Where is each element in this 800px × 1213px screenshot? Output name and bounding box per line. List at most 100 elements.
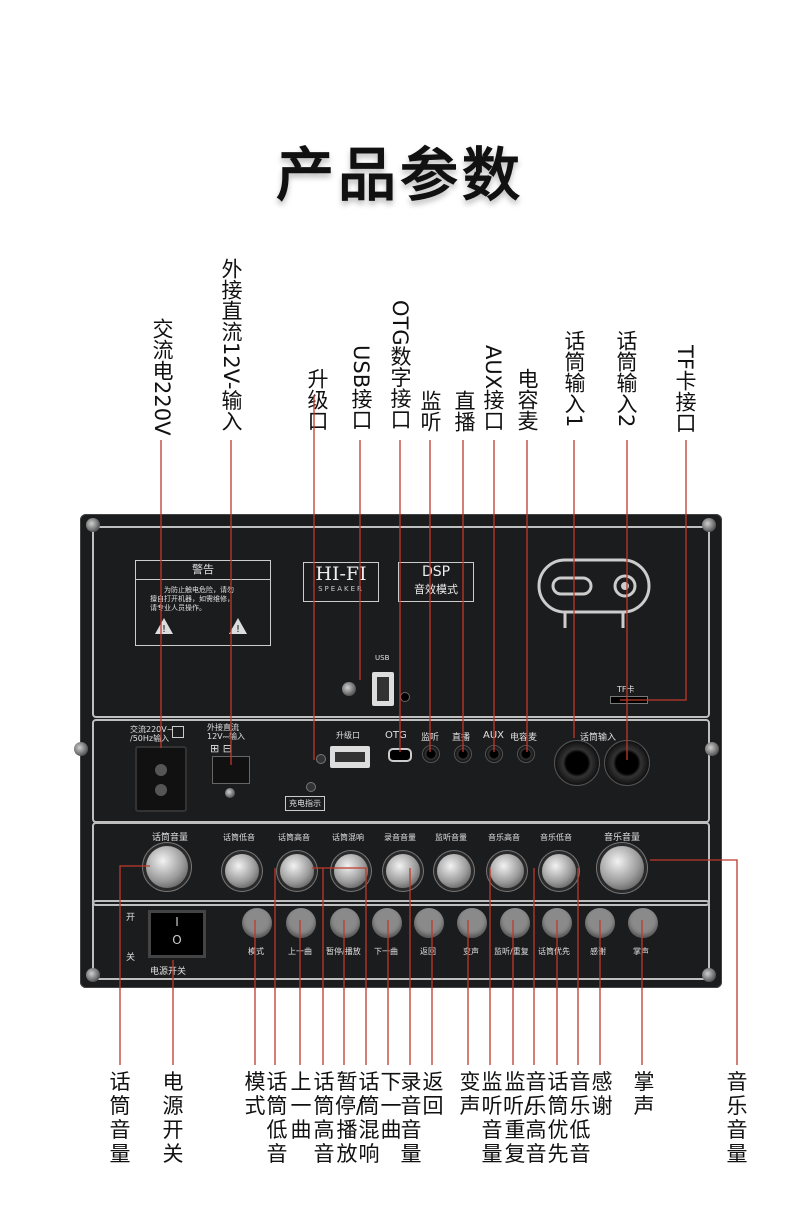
knob-label: 话筒音量 (152, 833, 189, 843)
bottom-label-music-volume: 音乐音量 (726, 1070, 748, 1166)
bottom-label-mic-treble: 话筒高音 (313, 1070, 335, 1166)
button-prev[interactable] (286, 908, 316, 938)
screw-icon (74, 742, 88, 756)
page-title: 产品参数 (275, 141, 524, 209)
ac-label-1: 交流220V~ (130, 725, 174, 734)
bottom-label-prev: 上一曲 (290, 1070, 312, 1142)
dsp-text: DSP (421, 564, 451, 580)
mic-input-label: 话筒输入 (580, 733, 617, 743)
knob-music-bass[interactable] (542, 854, 576, 888)
knob-rec-volume[interactable] (386, 854, 420, 888)
knob-mic-treble[interactable] (280, 854, 314, 888)
button-next[interactable] (372, 908, 402, 938)
button-label: 模式 (248, 947, 264, 956)
button-back[interactable] (414, 908, 444, 938)
bottom-label-mode: 模式 (244, 1070, 266, 1118)
dsp-sub-text: 音效模式 (414, 583, 458, 596)
monitor-jack[interactable] (422, 745, 440, 763)
button-voice-change[interactable] (457, 908, 487, 938)
bottom-label-next: 下一曲 (380, 1070, 402, 1142)
knob-mic-volume[interactable] (146, 846, 188, 888)
button-label: 变声 (463, 947, 479, 956)
knob-mic-reverb[interactable] (334, 854, 368, 888)
screw-icon (342, 682, 356, 696)
label-usb-port: USB接口 (349, 345, 373, 431)
bottom-label-pause: 暂停/播放 (335, 1070, 364, 1166)
knob-label: 话筒混响 (332, 833, 364, 842)
ac-power-socket[interactable] (135, 746, 187, 812)
dc-polarity-icon: ⊞ ⊟ (210, 742, 232, 755)
speaker-text: SPEAKER (318, 585, 364, 593)
dsp-box: DSP 音效模式 (398, 562, 474, 602)
warning-triangle-icon: ! (229, 618, 247, 635)
bottom-label-thanks: 感谢 (591, 1070, 613, 1118)
buttons-frame (92, 900, 710, 980)
button-label: 话筒优先 (538, 947, 570, 956)
screw-icon (86, 518, 100, 532)
ac-label-2: /50Hz输入 (130, 734, 170, 743)
otg-port-label: OTG (385, 730, 407, 741)
label-live: 直播 (452, 390, 476, 432)
upgrade-usb-port[interactable] (330, 746, 370, 768)
bottom-label-rec-volume: 录音音量 (400, 1070, 422, 1166)
label-dc-12v: 外接直流12V-输入 (219, 258, 243, 432)
bottom-label-mic-priority: 话筒优先 (547, 1070, 569, 1166)
screw-icon (705, 742, 719, 756)
upgrade-indicator (316, 754, 326, 764)
knobs-frame (92, 822, 710, 906)
warning-text-3: 请专业人员操作。 (150, 604, 206, 612)
dc-label-1: 外接直流 (207, 723, 239, 732)
tf-small-label: TF卡 (617, 685, 635, 694)
knob-mic-bass[interactable] (225, 854, 259, 888)
knob-label: 音乐低音 (540, 833, 572, 842)
button-play-pause[interactable] (330, 908, 360, 938)
knob-label: 监听音量 (435, 833, 467, 842)
warning-text-1: 为防止触电危险，请勿 (164, 586, 234, 594)
warning-title: 警告 (136, 561, 270, 580)
bottom-label-music-treble: 音乐高音 (525, 1070, 547, 1166)
upper-frame (92, 526, 710, 718)
knob-label: 音乐音量 (604, 833, 641, 843)
svg-text:!: ! (162, 624, 166, 635)
power-off-label: 关 (126, 953, 136, 963)
label-mic-input-2: 话筒输入2 (614, 330, 638, 428)
bottom-label-mic-bass: 话筒低音 (266, 1070, 288, 1166)
charge-indicator-led (306, 782, 316, 792)
svg-text:!: ! (236, 624, 240, 635)
button-applause[interactable] (628, 908, 658, 938)
bottom-label-music-bass: 音乐低音 (569, 1070, 591, 1166)
bottom-label-monitor-repeat: 监听/重复 (503, 1070, 532, 1166)
label-upgrade-port: 升级口 (305, 368, 329, 431)
condenser-jack[interactable] (517, 745, 535, 763)
label-otg-port: OTG数字接口 (388, 300, 412, 430)
knob-music-volume[interactable] (600, 846, 644, 890)
knob-monitor-volume[interactable] (437, 854, 471, 888)
bottom-label-voice-change: 变声 (459, 1070, 481, 1118)
button-monitor-repeat[interactable] (500, 908, 530, 938)
dc-label-2: 12V⎓输入 (207, 732, 246, 741)
bottom-label-back: 返回 (422, 1070, 444, 1118)
label-ac-220v: 交流电220V (150, 318, 174, 436)
bottom-label-mic-volume: 话筒音量 (109, 1070, 131, 1166)
warning-box: 警告 为防止触电危险，请勿 擅自打开机器，如需维修， 请专业人员操作。 ! ! (135, 560, 271, 646)
bottom-label-monitor-volume: 监听音量 (481, 1070, 503, 1166)
usb-port[interactable] (372, 672, 394, 706)
upgrade-port-label: 升级口 (336, 731, 360, 740)
button-mode[interactable] (242, 908, 272, 938)
knob-label: 音乐高音 (488, 833, 520, 842)
button-label: 监听/重复 (494, 947, 529, 956)
double-insulation-icon (172, 726, 184, 738)
label-mic-input-1: 话筒输入1 (562, 330, 586, 428)
warning-triangle-icon: ! (155, 618, 173, 635)
button-label: 下一曲 (374, 947, 398, 956)
knob-music-treble[interactable] (490, 854, 524, 888)
button-label: 感谢 (590, 947, 606, 956)
label-aux-port: AUX接口 (481, 345, 505, 432)
mic-input-1-jack[interactable] (554, 740, 600, 786)
screw-icon (225, 788, 235, 798)
charge-indicator-label: 充电指示 (285, 796, 325, 811)
label-monitor: 监听 (418, 390, 442, 432)
bottom-label-power: 电源开关 (162, 1070, 184, 1166)
